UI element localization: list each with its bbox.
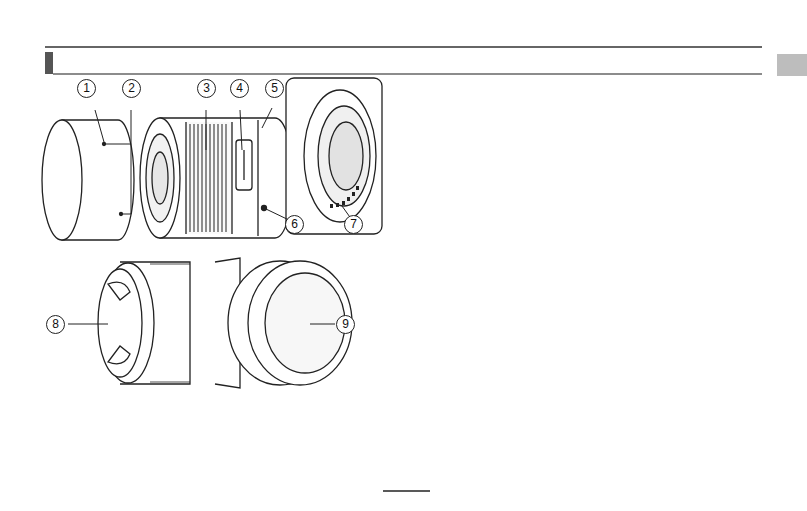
focus-ring <box>186 122 232 234</box>
front-cap <box>98 269 142 377</box>
aperture-switch <box>236 140 252 190</box>
mount-edge <box>257 120 258 236</box>
header-rule <box>53 73 762 75</box>
cap-clip <box>108 346 130 364</box>
callout-number: 6 <box>285 215 304 234</box>
page-tab <box>777 54 807 76</box>
callout-number: 4 <box>230 79 249 98</box>
callout-number: 3 <box>197 79 216 98</box>
rear-element <box>329 122 363 190</box>
page-rule <box>383 490 430 492</box>
header-mark <box>45 52 53 74</box>
callout-number: 8 <box>46 315 65 334</box>
callout-number: 1 <box>77 79 96 98</box>
callout-number: 5 <box>265 79 284 98</box>
callout-number: 9 <box>336 315 355 334</box>
mount-plate <box>304 90 376 222</box>
inset-frame <box>286 78 382 234</box>
hood-front <box>42 120 82 240</box>
lens-front-ring <box>140 118 180 238</box>
callout-number: 2 <box>122 79 141 98</box>
rear-cap-face <box>265 273 345 373</box>
lens-glass <box>152 152 168 204</box>
mount-index <box>262 206 267 211</box>
cap-clip <box>108 282 130 300</box>
switch-detail <box>243 150 244 180</box>
rear-element <box>318 106 370 206</box>
callout-number: 7 <box>344 215 363 234</box>
lens-glass <box>146 134 174 222</box>
leader-lines <box>68 108 352 324</box>
header-rule <box>45 46 762 48</box>
